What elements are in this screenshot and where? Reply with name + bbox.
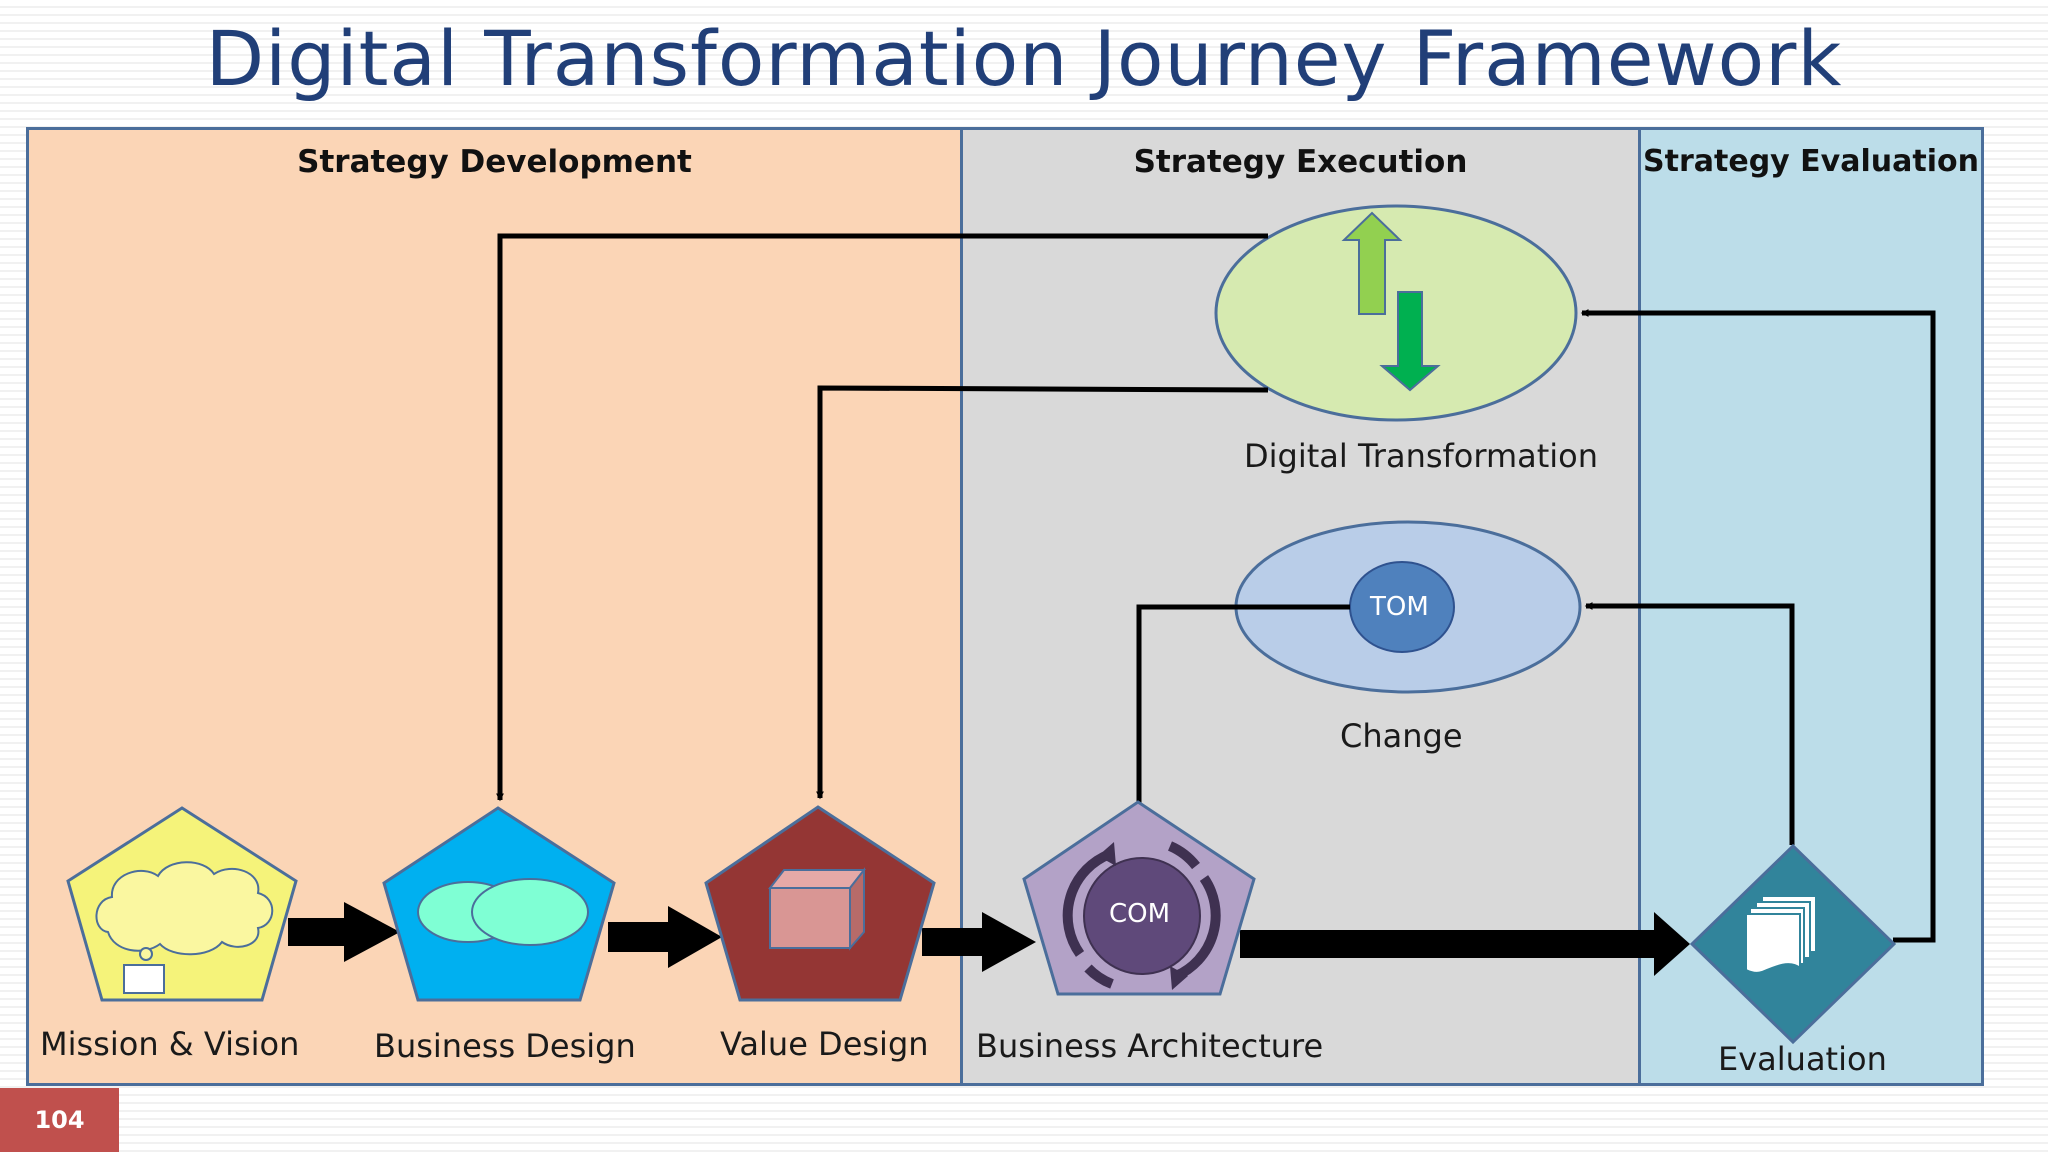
tom-to-com-arrow (1135, 604, 1350, 868)
up-arrow-icon (1341, 211, 1403, 315)
com-circle (1083, 857, 1201, 975)
business-design-label: Business Design (374, 1027, 636, 1065)
page-title: Digital Transformation Journey Framework (205, 14, 1843, 103)
evaluation-to-dt-arrow (1580, 309, 1936, 943)
digital-transformation-node (1214, 204, 1578, 422)
flow-arrow-2 (608, 906, 722, 968)
down-arrow-icon (1379, 291, 1441, 392)
flow-arrow-3 (922, 912, 1036, 972)
overlap-circle-right-icon (471, 878, 589, 946)
page-number: 104 (0, 1088, 119, 1152)
panel-title-development: Strategy Development (297, 144, 692, 180)
digital-transformation-label: Digital Transformation (1244, 437, 1599, 475)
flow-arrow-1 (288, 902, 400, 962)
value-design-label: Value Design (720, 1025, 929, 1063)
evaluation-label: Evaluation (1718, 1040, 1887, 1078)
mission-vision-node (66, 806, 298, 1002)
evaluation-to-change-arrow (1584, 602, 1795, 845)
feedback-arrows (496, 233, 1936, 943)
change-label: Change (1340, 717, 1463, 755)
thought-cloud-icon (95, 861, 274, 956)
mission-vision-label: Mission & Vision (40, 1025, 300, 1063)
question-box-icon (123, 964, 165, 994)
business-architecture-label: Business Architecture (976, 1027, 1324, 1065)
documents-icon (1745, 895, 1817, 974)
business-design-node (382, 806, 616, 1002)
flow-arrow-4 (1240, 912, 1690, 976)
cycle-arrows-icon (1062, 849, 1112, 957)
evaluation-node (1689, 843, 1897, 1045)
change-node (1234, 520, 1582, 694)
thought-bubble-icon (139, 947, 153, 961)
panel-title-execution: Strategy Execution (1133, 144, 1468, 180)
panel-title-evaluation: Strategy Evaluation (1643, 144, 1979, 179)
tom-label: TOM (1370, 592, 1429, 622)
flow-arrows (288, 902, 1690, 976)
value-design-node (704, 805, 936, 1002)
cube-icon (767, 867, 867, 951)
dt-to-value-design-arrow (816, 385, 1269, 800)
diagram-frame (26, 127, 1984, 1086)
dt-to-business-design-arrow (496, 233, 1268, 802)
com-label: COM (1109, 899, 1171, 929)
business-architecture-node (1022, 800, 1256, 996)
